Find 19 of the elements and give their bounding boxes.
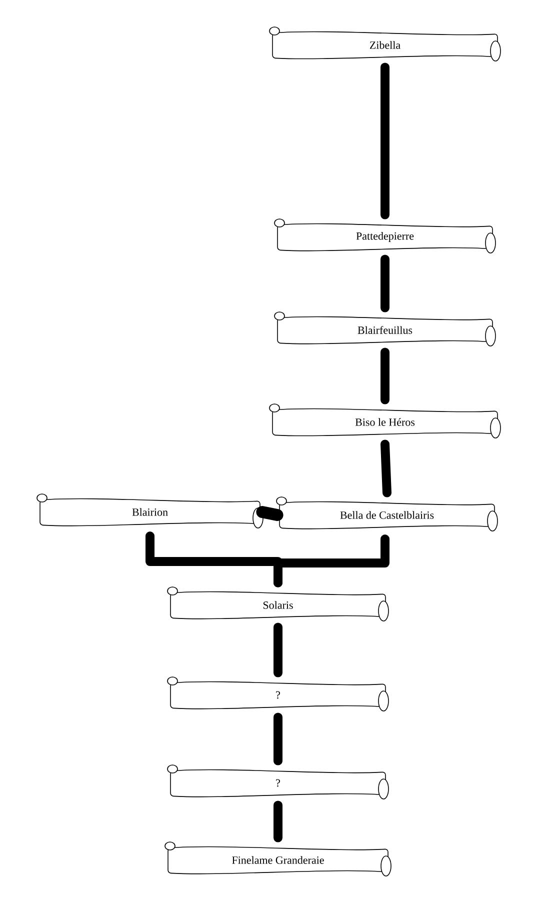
scroll-banner: Zibella bbox=[269, 26, 501, 62]
connector-line bbox=[256, 506, 284, 521]
connector-line bbox=[380, 62, 390, 220]
connector-line bbox=[274, 622, 282, 678]
connector-line bbox=[274, 534, 390, 588]
connector-line bbox=[274, 712, 282, 766]
connector-line bbox=[274, 800, 282, 842]
connector-line bbox=[380, 348, 390, 404]
scroll-banner: Finelame Granderaie bbox=[164, 842, 392, 876]
scroll-banner: Blairion bbox=[36, 494, 264, 528]
scroll-banner: Blairfeuillus bbox=[274, 312, 496, 346]
connector-line bbox=[380, 440, 392, 498]
connector-line bbox=[380, 254, 390, 312]
scroll-banner: Bella de Castelblairis bbox=[276, 496, 498, 532]
scroll-banner: Pattedepierre bbox=[274, 218, 496, 254]
scroll-banner: Biso le Héros bbox=[269, 404, 501, 438]
scroll-banner: Solaris bbox=[167, 586, 389, 622]
scroll-banner: ? bbox=[167, 676, 389, 712]
scroll-banner: ? bbox=[167, 764, 389, 800]
